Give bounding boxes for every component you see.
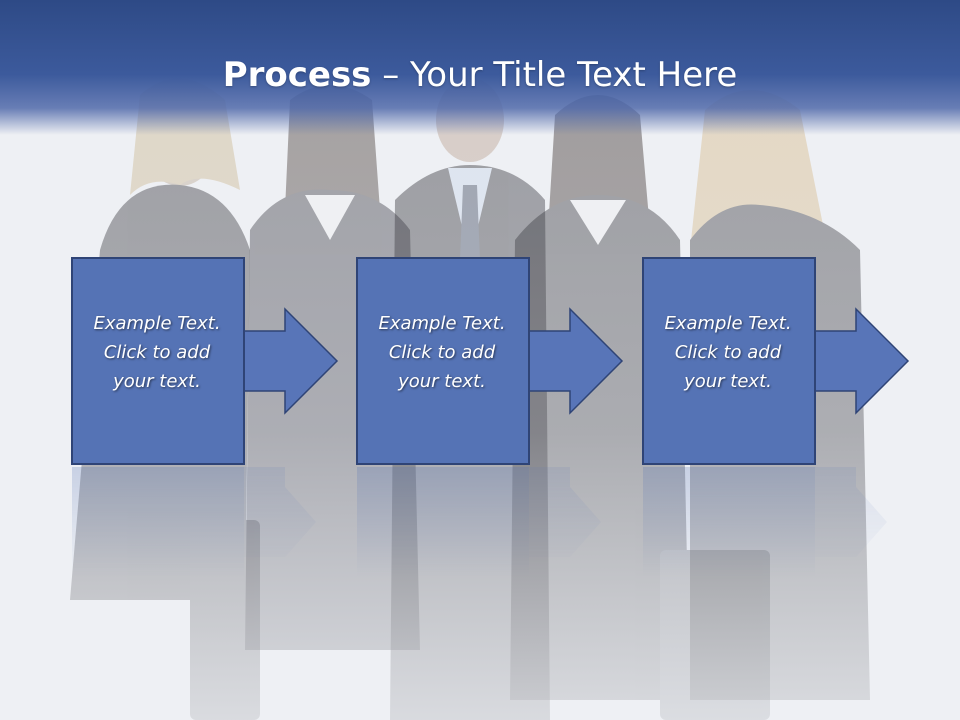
process-step-2[interactable]: Example Text. Click to add your text. bbox=[356, 257, 624, 465]
process-step-3[interactable]: Example Text. Click to add your text. bbox=[642, 257, 910, 465]
step-text-line: Click to add bbox=[103, 342, 211, 363]
step-text-line: Click to add bbox=[674, 342, 782, 363]
step-reflection bbox=[642, 467, 908, 577]
title-band bbox=[0, 0, 960, 135]
step-text-line: your text. bbox=[398, 371, 486, 392]
title-bold: Process bbox=[222, 55, 372, 95]
step-text-line: Click to add bbox=[388, 342, 496, 363]
step-text-line: your text. bbox=[113, 371, 201, 392]
step-text: Example Text. Click to add your text. bbox=[642, 309, 814, 396]
step-text-line: Example Text. bbox=[93, 313, 221, 334]
step-text-line: your text. bbox=[684, 371, 772, 392]
title-rest: – Your Title Text Here bbox=[371, 55, 738, 95]
step-text-line: Example Text. bbox=[664, 313, 792, 334]
process-step-shape bbox=[71, 257, 339, 465]
step-reflection bbox=[71, 467, 337, 577]
step-text: Example Text. Click to add your text. bbox=[356, 309, 528, 396]
process-step-shape bbox=[356, 257, 624, 465]
step-text-line: Example Text. bbox=[378, 313, 506, 334]
step-text: Example Text. Click to add your text. bbox=[71, 309, 243, 396]
page-title: Process – Your Title Text Here bbox=[0, 52, 960, 98]
step-reflection bbox=[356, 467, 622, 577]
process-step-1[interactable]: Example Text. Click to add your text. bbox=[71, 257, 339, 465]
process-step-shape bbox=[642, 257, 910, 465]
